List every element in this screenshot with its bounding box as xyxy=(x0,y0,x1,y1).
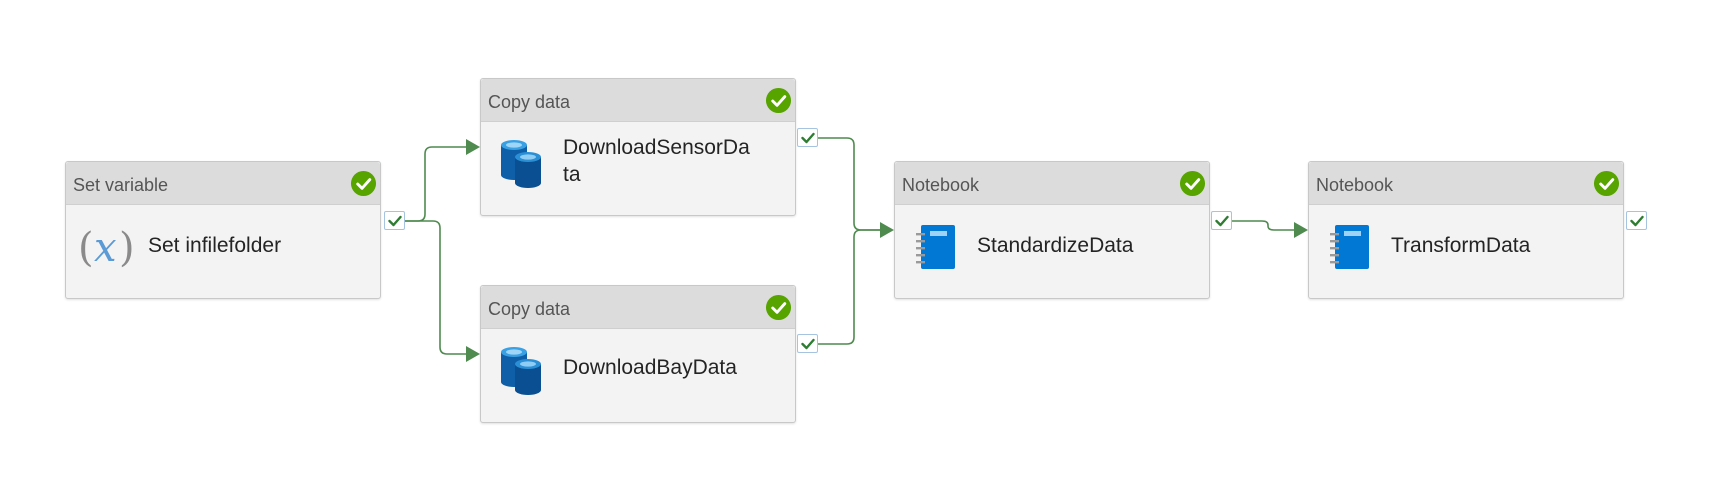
output-success-handle[interactable] xyxy=(1626,211,1647,230)
activity-header: Copy data xyxy=(481,79,795,122)
database-icon xyxy=(501,347,541,395)
connector-sensor-to-standardize[interactable] xyxy=(818,137,880,231)
activity-name: DownloadBayData xyxy=(563,356,737,379)
checkmark-icon xyxy=(801,338,815,350)
activity-name: TransformData xyxy=(1391,234,1531,257)
output-success-handle[interactable] xyxy=(797,334,818,353)
database-icon xyxy=(501,140,541,188)
output-success-handle[interactable] xyxy=(797,128,818,147)
activity-copy-sensor[interactable]: Copy data DownloadSensorDa ta xyxy=(480,78,796,216)
activity-body: ( x ) Set infilefolder xyxy=(66,205,380,299)
activity-type-label: Set variable xyxy=(73,175,169,195)
activity-copy-bay[interactable]: Copy data DownloadBayData xyxy=(480,285,796,423)
activity-body: DownloadBayData xyxy=(481,329,795,423)
activity-header: Notebook xyxy=(895,162,1209,205)
activity-header: Notebook xyxy=(1309,162,1623,205)
output-success-handle[interactable] xyxy=(1211,211,1232,230)
activity-type-label: Copy data xyxy=(488,299,571,319)
connector-standardize-to-transform[interactable] xyxy=(1232,220,1294,231)
arrowhead-icon xyxy=(1294,222,1308,238)
checkmark-icon xyxy=(801,132,815,144)
output-success-handle[interactable] xyxy=(384,211,405,230)
activity-body: DownloadSensorDa ta xyxy=(481,122,795,216)
connector-bay-to-standardize[interactable] xyxy=(818,229,880,345)
activity-notebook-transform[interactable]: Notebook TransformData xyxy=(1308,161,1624,299)
activity-type-label: Notebook xyxy=(902,175,980,195)
notebook-icon xyxy=(916,225,955,269)
activity-body: TransformData xyxy=(1309,205,1623,299)
success-check-icon xyxy=(1593,170,1620,197)
notebook-icon xyxy=(1330,225,1369,269)
variable-open-paren: ( xyxy=(78,225,94,271)
checkmark-icon xyxy=(388,215,402,227)
variable-close-paren: ) xyxy=(119,225,135,271)
connector-setvar-to-bay[interactable] xyxy=(405,220,466,355)
success-check-icon xyxy=(765,294,792,321)
checkmark-icon xyxy=(1630,215,1644,227)
checkmark-icon xyxy=(1215,215,1229,227)
activity-name: Set infilefolder xyxy=(148,234,282,257)
connector-setvar-to-sensor[interactable] xyxy=(405,146,466,222)
variable-x-icon: ( x ) xyxy=(78,225,135,271)
activity-type-label: Copy data xyxy=(488,92,571,112)
variable-x-glyph: x xyxy=(94,225,117,271)
activity-header: Copy data xyxy=(481,286,795,329)
activity-set-variable[interactable]: Set variable ( x ) Set infilefolder xyxy=(65,161,381,299)
activity-body: StandardizeData xyxy=(895,205,1209,299)
activity-header: Set variable xyxy=(66,162,380,205)
success-check-icon xyxy=(1179,170,1206,197)
arrowhead-icon xyxy=(880,222,894,238)
activity-name-line-1: DownloadSensorDa xyxy=(563,136,750,159)
arrowhead-icon xyxy=(466,139,480,155)
success-check-icon xyxy=(765,87,792,114)
activity-name: StandardizeData xyxy=(977,234,1134,257)
activity-name-line-2: ta xyxy=(563,163,581,186)
activity-type-label: Notebook xyxy=(1316,175,1394,195)
activity-notebook-standardize[interactable]: Notebook StandardizeData xyxy=(894,161,1210,299)
arrowhead-icon xyxy=(466,346,480,362)
success-check-icon xyxy=(350,170,377,197)
